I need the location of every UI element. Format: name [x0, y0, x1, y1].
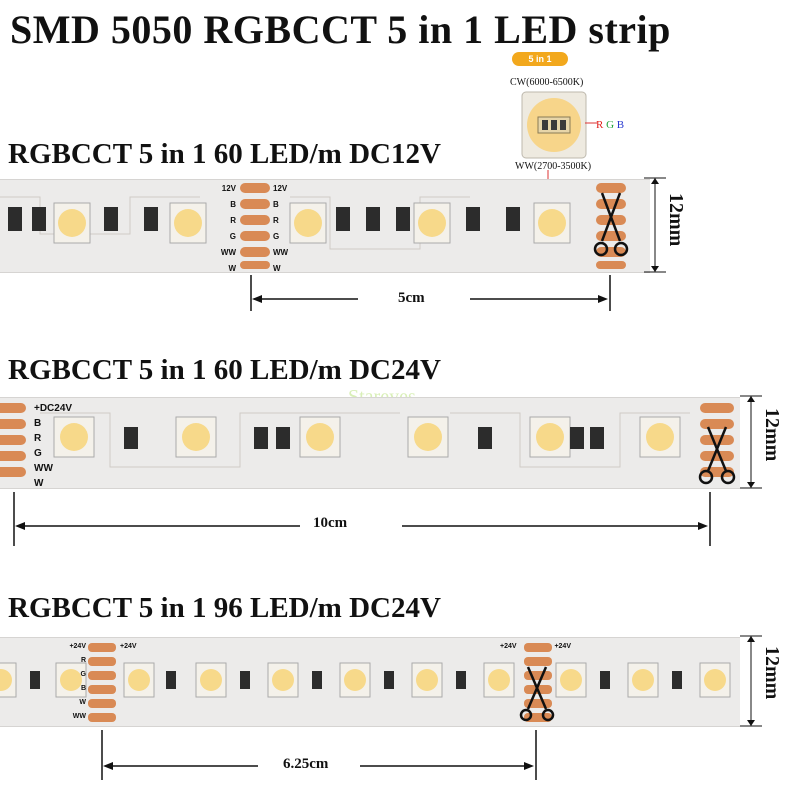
- strip-2-resistors: [124, 427, 604, 449]
- led-chip-closeup: [521, 91, 587, 159]
- strip-2-solder-pads: [0, 403, 734, 477]
- strip-1-resistors: [8, 207, 520, 231]
- strip-1-title: RGBCCT 5 in 1 60 LED/m DC12V: [8, 138, 441, 170]
- strip-2-title: RGBCCT 5 in 1 60 LED/m DC24V: [8, 354, 441, 386]
- pad-label-g: G: [80, 671, 86, 678]
- strip-2-pcb: [0, 397, 740, 489]
- strip-3-graphics: [0, 643, 731, 722]
- pad-label-w: W: [34, 478, 44, 489]
- rgb-pointer-line: [585, 122, 597, 124]
- strip-1-graphics: [0, 183, 629, 269]
- pad-label-12v: 12V: [221, 184, 236, 193]
- pad-label-b: B: [34, 418, 42, 429]
- strip-1-pad-labels-right: 12V B R G WW W: [273, 181, 291, 277]
- cw-label: CW(6000-6500K): [510, 77, 584, 88]
- strip-2-width-label: 12mm: [761, 408, 783, 462]
- page-title: SMD 5050 RGBCCT 5 in 1 LED strip: [10, 7, 671, 52]
- strip-3-pad-labels-cut: +24V +24V: [500, 640, 571, 654]
- pad-label-b: B: [273, 200, 279, 209]
- rgb-letter-r: R: [596, 119, 604, 131]
- strip-1-cut-length-dimension: [250, 275, 611, 311]
- strip-2-scissors-icon: [698, 426, 736, 485]
- strip-1-scissors-icon: [593, 192, 629, 257]
- strip-2-cut-length-dimension: [13, 492, 711, 546]
- pad-label-w: W: [79, 699, 86, 706]
- pad-label-g: G: [229, 232, 236, 241]
- pad-label-r: R: [80, 657, 86, 664]
- pad-label-r: R: [230, 216, 236, 225]
- pad-label-12v: 12V: [273, 184, 288, 193]
- pad-label-24v: +24V: [554, 643, 571, 650]
- pad-label-24v: +24V: [500, 643, 517, 650]
- strip-3-leds: [0, 662, 731, 698]
- pad-label-ww: WW: [72, 713, 86, 720]
- pad-label-b: B: [230, 200, 236, 209]
- strip-2-leds: [53, 416, 681, 458]
- strip-3-width-dimension: [740, 635, 762, 727]
- strip-3-width-label: 12mm: [761, 646, 783, 700]
- strip-1-width-dimension: [644, 177, 666, 273]
- strip-3-scissors-icon: [519, 666, 555, 722]
- pad-label-g: G: [273, 232, 280, 241]
- pad-label-g: G: [34, 448, 42, 459]
- pad-label-ww: WW: [34, 463, 53, 474]
- pad-label-w: W: [228, 264, 236, 273]
- rgb-letter-g: G: [606, 119, 615, 131]
- rgb-letter-b: B: [616, 119, 625, 131]
- strip-2-width-dimension: [740, 395, 762, 489]
- strip-1-width-label: 12mm: [665, 193, 687, 247]
- strip-3-pad-labels-right: +24V: [120, 640, 140, 654]
- rgb-label: R G B: [596, 119, 624, 131]
- ww-label: WW(2700-3500K): [515, 161, 592, 172]
- pad-label-dc24v: +DC24V: [34, 403, 73, 414]
- strip-1-pad-labels-left: 12V B R G WW W: [218, 181, 236, 277]
- strip-2-graphics: [0, 403, 736, 485]
- pad-label-b: B: [80, 685, 86, 692]
- pad-label-ww: WW: [273, 248, 289, 257]
- pad-label-24v: +24V: [69, 643, 86, 650]
- strip-3-pad-labels-left: +24V R G B W WW: [68, 640, 86, 724]
- five-in-one-badge: 5 in 1: [512, 52, 568, 66]
- pad-label-r: R: [273, 216, 279, 225]
- pad-label-w: W: [273, 264, 281, 273]
- strip-3-resistors: [30, 671, 682, 689]
- pad-label-r: R: [34, 433, 42, 444]
- strip-3-title: RGBCCT 5 in 1 96 LED/m DC24V: [8, 592, 441, 624]
- strip-3-cut-length-dimension: [101, 730, 537, 780]
- pad-label-24v: +24V: [120, 643, 137, 650]
- strip-1-leds: [53, 202, 571, 244]
- strip-3-cut-length-label: 6.25cm: [283, 756, 329, 772]
- pad-label-ww: WW: [220, 248, 236, 257]
- strip-2-cut-length-label: 10cm: [313, 515, 348, 531]
- strip-2-pad-labels-left: +DC24V B R G WW W: [34, 401, 72, 491]
- strip-1-cut-length-label: 5cm: [398, 290, 425, 306]
